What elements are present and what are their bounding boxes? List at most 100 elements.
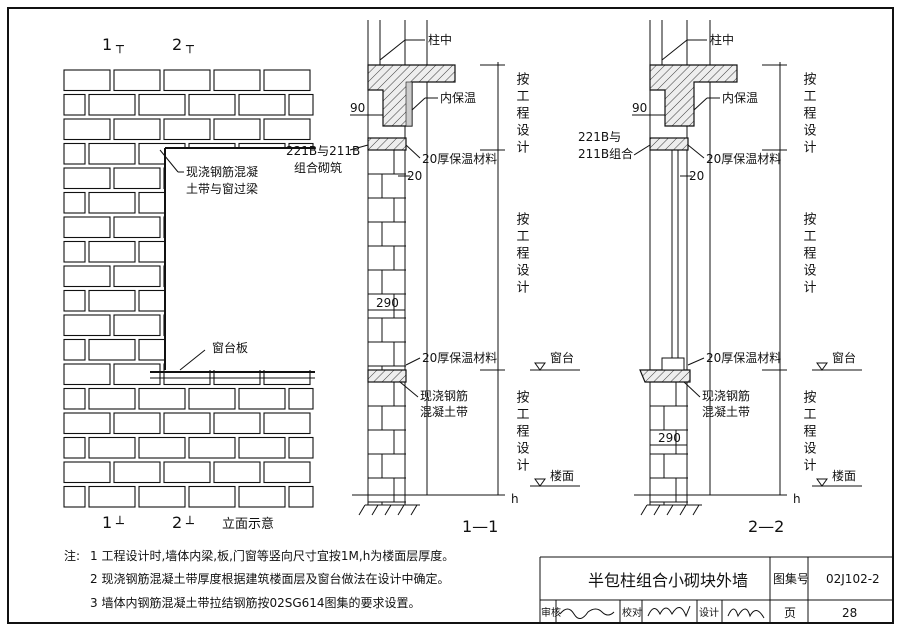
notes-prefix: 注: <box>64 548 80 563</box>
brick <box>288 436 314 459</box>
brick <box>63 289 86 312</box>
brick <box>113 363 161 386</box>
svg-text:┬: ┬ <box>185 39 194 54</box>
label-block-1: 221B与211B <box>286 144 360 158</box>
dim-h: h <box>793 492 801 506</box>
brick <box>88 338 136 361</box>
label-block-1: 221B与 <box>578 130 621 144</box>
brick <box>63 412 111 435</box>
brick <box>88 191 136 214</box>
brick <box>63 93 86 116</box>
by-design-label-upper: 按工程设计 <box>514 72 530 157</box>
brick <box>213 69 261 92</box>
concrete-band <box>639 369 691 383</box>
brick <box>263 461 311 484</box>
brick <box>63 485 86 508</box>
brick <box>138 436 186 459</box>
brick <box>113 167 161 190</box>
title-block: 半包柱组合小砌块外墙 图集号 02J102-2 审核 校对 设计 页 28 <box>539 556 893 623</box>
label-band-1: 现浇钢筋 <box>702 388 750 403</box>
svg-text:┴: ┴ <box>115 515 124 532</box>
brick <box>63 167 111 190</box>
dim-20: 20 <box>689 169 704 183</box>
brick <box>213 118 261 141</box>
brick <box>188 485 236 508</box>
label-block-2: 211B组合 <box>578 146 633 161</box>
page-number: 28 <box>842 606 857 620</box>
brick <box>113 314 161 337</box>
brick <box>63 118 111 141</box>
brick <box>188 387 236 410</box>
atlas-label: 图集号 <box>773 571 809 586</box>
label-band-1: 现浇钢筋 <box>420 388 468 403</box>
brick <box>63 461 111 484</box>
brick <box>63 314 111 337</box>
brick <box>138 387 186 410</box>
brick <box>163 461 211 484</box>
brick <box>113 69 161 92</box>
brick <box>263 412 311 435</box>
concrete-band <box>367 369 407 383</box>
by-design-label-lower: 按工程设计 <box>801 390 817 475</box>
design-label: 设计 <box>699 606 719 619</box>
section-mark-1-top: 1 <box>102 35 112 54</box>
checker-signature <box>647 605 691 618</box>
brick <box>63 240 86 263</box>
window-opening <box>165 148 315 370</box>
by-design-label-middle: 按工程设计 <box>801 212 817 297</box>
elevation-view: 1 ┬ 2 ┬ 1 ┴ 2 ┴ 立面示意 现浇钢筋混凝 土带与窗过梁 窗台板 <box>63 35 315 532</box>
check-label: 校对 <box>622 606 642 619</box>
brick <box>138 93 186 116</box>
note-3: 3 墙体内钢筋混凝土带拉结钢筋按02SG614图集的要求设置。 <box>90 595 421 610</box>
reviewer-signature <box>559 608 615 619</box>
brick <box>238 485 286 508</box>
label-inner-insulation: 内保温 <box>722 91 758 105</box>
dim-h: h <box>511 492 519 506</box>
label-insulation-bottom: 20厚保温材料 <box>422 351 497 365</box>
review-label: 审核 <box>541 606 561 619</box>
dim-290: 290 <box>658 431 681 445</box>
brick <box>88 485 136 508</box>
label-floor: 楼面 <box>550 468 574 483</box>
label-band-2: 混凝土带 <box>420 404 468 419</box>
brick <box>88 289 136 312</box>
page-label: 页 <box>784 606 796 620</box>
brick <box>213 412 261 435</box>
label-insulation-top: 20厚保温材料 <box>422 152 497 166</box>
by-design-label-upper: 按工程设计 <box>801 72 817 157</box>
section-2-title: 2—2 <box>748 517 784 536</box>
lintel-label-1: 现浇钢筋混凝 <box>186 164 258 179</box>
brick <box>138 485 186 508</box>
section-mark-1-bottom: 1 <box>102 513 112 532</box>
section-mark-2-bottom: 2 <box>172 513 182 532</box>
brick <box>263 69 311 92</box>
concrete-beam <box>649 64 738 127</box>
brick <box>63 338 86 361</box>
brick <box>113 118 161 141</box>
brick <box>88 142 136 165</box>
label-sill: 窗台 <box>550 350 574 365</box>
brick <box>113 412 161 435</box>
notes: 注: 1 工程设计时,墙体内梁,板,门窗等竖向尺寸宜按1M,h为楼面层厚度。 2… <box>64 548 454 610</box>
designer-signature <box>727 608 765 619</box>
note-2: 2 现浇钢筋混凝土带厚度根据建筑楼面层及窗台做法在设计中确定。 <box>90 571 449 586</box>
brick <box>88 387 136 410</box>
atlas-number: 02J102-2 <box>826 572 880 586</box>
brick <box>188 93 236 116</box>
brick <box>88 240 136 263</box>
block-course <box>367 137 407 151</box>
brick <box>288 93 314 116</box>
brick <box>188 436 236 459</box>
brick <box>163 118 211 141</box>
drawing-title: 半包柱组合小砌块外墙 <box>588 571 748 590</box>
label-insulation-top: 20厚保温材料 <box>706 152 781 166</box>
elevation-title: 立面示意 <box>222 516 274 532</box>
brick <box>238 387 286 410</box>
section-1-1: 柱中 内保温 90 221B与211B 组合砌筑 20厚保温材料 20 290 … <box>286 20 580 536</box>
label-band-2: 混凝土带 <box>702 404 750 419</box>
label-column-center: 柱中 <box>428 32 452 47</box>
brick <box>113 461 161 484</box>
section-2-2: 柱中 内保温 90 221B与 211B组合 20厚保温材料 20 290 20… <box>578 20 862 536</box>
by-design-label-middle: 按工程设计 <box>514 212 530 297</box>
